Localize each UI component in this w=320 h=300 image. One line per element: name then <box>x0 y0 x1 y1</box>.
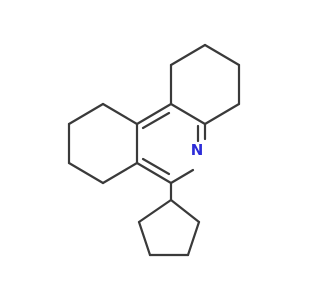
bond <box>67 161 105 185</box>
bond <box>137 220 152 257</box>
bond <box>169 102 207 126</box>
bond <box>169 168 195 185</box>
cyclopentyl-group <box>137 181 201 257</box>
bond <box>186 220 201 257</box>
bond <box>203 43 241 67</box>
bond <box>169 198 201 224</box>
bond <box>203 102 241 126</box>
pyridine-ring <box>135 102 207 185</box>
bond <box>137 198 173 224</box>
bond <box>135 161 173 185</box>
double-bond-inner <box>141 111 171 130</box>
bond <box>101 102 139 126</box>
bond <box>135 102 173 126</box>
cyclohexane-ring-top-right <box>169 43 241 126</box>
bond <box>169 43 207 67</box>
bond <box>67 102 105 126</box>
bond <box>101 161 139 185</box>
cyclohexane-ring-left <box>67 102 139 185</box>
nitrogen-atom-label: N <box>191 141 204 159</box>
double-bond-inner <box>141 157 171 176</box>
molecule-diagram: N <box>67 43 241 257</box>
